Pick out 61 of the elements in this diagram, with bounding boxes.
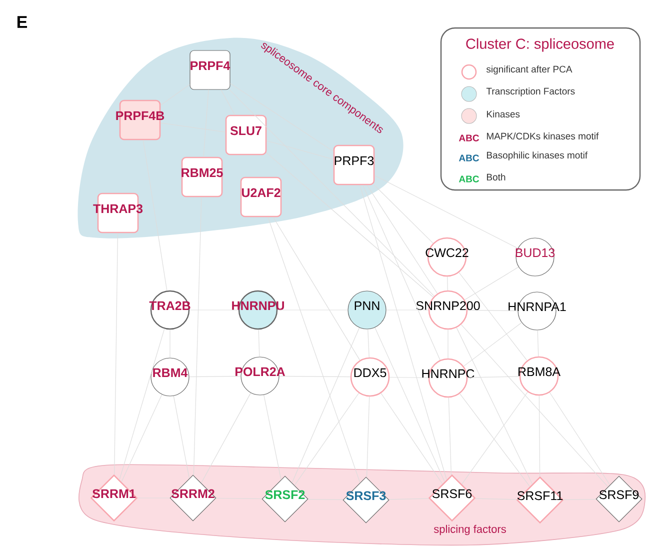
network-edge bbox=[448, 397, 452, 476]
network-edge bbox=[268, 216, 360, 483]
network-edge bbox=[460, 324, 608, 488]
network-edge bbox=[258, 329, 260, 358]
network-edge bbox=[279, 376, 351, 378]
network-edge bbox=[538, 395, 540, 477]
network-edge bbox=[362, 184, 440, 360]
network-edge bbox=[189, 376, 241, 378]
network-edge bbox=[203, 90, 209, 158]
panel-letter: E bbox=[17, 16, 28, 28]
network-edge bbox=[264, 394, 282, 480]
network-edge bbox=[160, 84, 190, 106]
network-edge bbox=[114, 232, 118, 475]
protein-box: PRPF3 bbox=[333, 144, 375, 186]
network-edge bbox=[463, 322, 522, 366]
legend-label: Kinases bbox=[487, 110, 520, 118]
legend-sample: ABC bbox=[458, 154, 480, 162]
network-edge bbox=[142, 140, 168, 291]
network-edge bbox=[266, 140, 334, 160]
legend-title: Cluster C: spliceosome bbox=[466, 38, 614, 52]
network-edge bbox=[360, 184, 447, 480]
network-edge bbox=[272, 216, 360, 360]
network-edge bbox=[467, 310, 518, 312]
network-edge bbox=[374, 184, 434, 244]
legend-label: Both bbox=[487, 174, 506, 180]
network-edge bbox=[173, 396, 190, 479]
network-edge bbox=[374, 175, 518, 249]
legend-label: MAPK/CDKs kinases motif bbox=[487, 132, 599, 140]
network-edge bbox=[160, 122, 226, 132]
network-edge bbox=[366, 184, 438, 294]
legend-sample: ABC bbox=[458, 176, 480, 182]
network-edge bbox=[456, 327, 533, 484]
legend-label: Transcription Factors bbox=[486, 88, 575, 96]
legend-sample: ABC bbox=[458, 134, 480, 142]
network-edge bbox=[294, 392, 360, 486]
protein-box: PRPF4B bbox=[116, 100, 164, 140]
network-edge bbox=[366, 396, 370, 478]
network-edge bbox=[229, 90, 434, 296]
network-edge bbox=[467, 376, 520, 378]
network-edge bbox=[549, 392, 610, 486]
network-edge bbox=[458, 272, 528, 361]
network-edge bbox=[119, 328, 165, 480]
network-edge bbox=[368, 328, 370, 358]
network-edge bbox=[121, 394, 162, 482]
protein-box: RBM25 bbox=[181, 156, 223, 198]
protein-box: U2AF2 bbox=[240, 176, 282, 218]
network-edge bbox=[380, 392, 443, 484]
network-edge bbox=[200, 392, 252, 484]
legend-label: significant after PCA bbox=[486, 66, 572, 74]
legend-label: Basophilic kinases motif bbox=[487, 152, 588, 160]
network-edge bbox=[230, 83, 334, 152]
network-edge bbox=[193, 196, 202, 476]
network-edge bbox=[464, 266, 519, 300]
network-edge bbox=[266, 152, 434, 298]
network-edge bbox=[374, 327, 445, 482]
protein-box: PRPF4 bbox=[190, 50, 230, 90]
protein-box: SLU7 bbox=[225, 114, 267, 156]
network-edge bbox=[292, 327, 360, 484]
protein-box: THRAP3 bbox=[93, 192, 143, 234]
network-edge bbox=[537, 330, 539, 357]
network-edge bbox=[220, 90, 236, 116]
